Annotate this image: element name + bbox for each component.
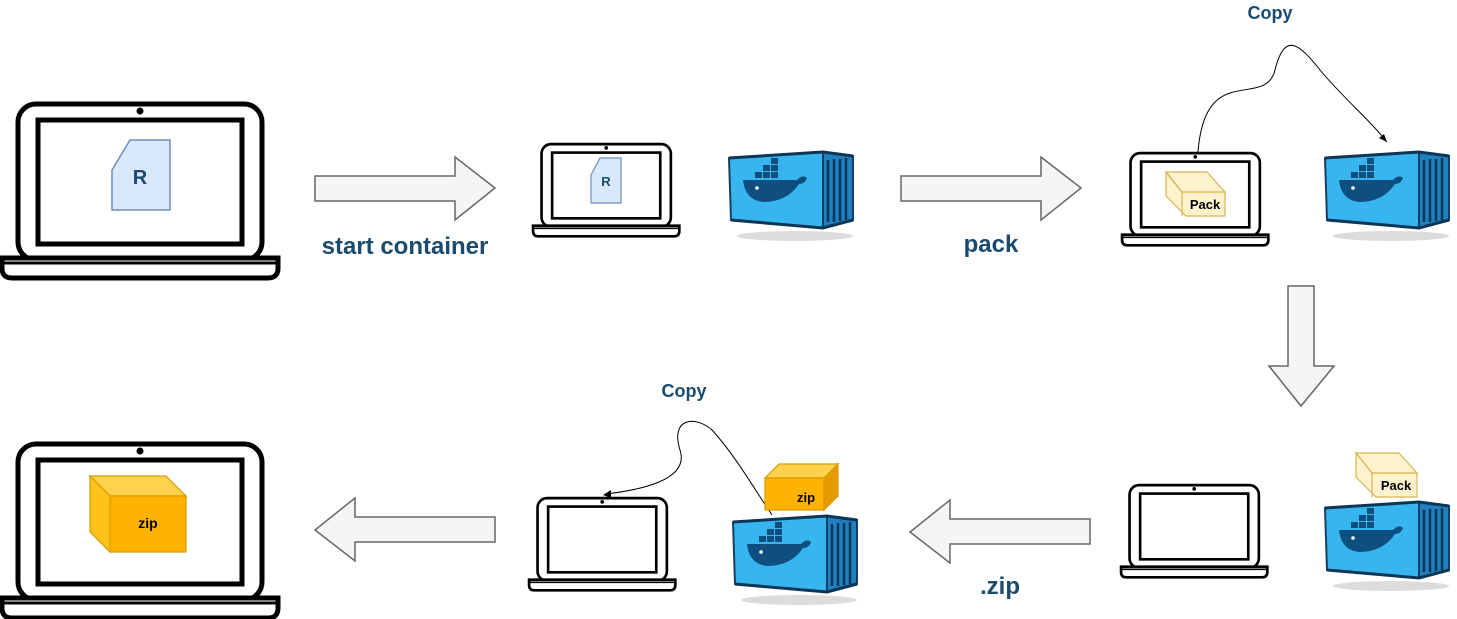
copy-label-bottom: Copy bbox=[662, 381, 707, 401]
start-container-label: start container bbox=[322, 233, 489, 260]
zip-box-icon: zip bbox=[88, 474, 188, 554]
arrowhead-icon bbox=[603, 490, 611, 498]
r-file-icon: R bbox=[590, 157, 622, 204]
docker-container-icon bbox=[731, 514, 859, 607]
zip-ext-label: .zip bbox=[980, 573, 1020, 600]
laptop-icon bbox=[527, 496, 677, 592]
arrowhead-icon bbox=[1379, 134, 1387, 142]
pack-box-label: Pack bbox=[1381, 478, 1412, 493]
docker-container-icon bbox=[1323, 500, 1451, 593]
copy-label-top: Copy bbox=[1248, 3, 1293, 23]
pack-label: pack bbox=[964, 231, 1019, 258]
package-box-icon: Pack bbox=[1354, 451, 1419, 498]
pack-box-label: Pack bbox=[1190, 197, 1221, 212]
docker-container-icon bbox=[1323, 150, 1451, 243]
arrow-icon bbox=[908, 498, 1091, 565]
arrow-icon bbox=[900, 155, 1083, 222]
copy-connector bbox=[605, 420, 773, 516]
docker-container-icon bbox=[727, 150, 855, 243]
zip-box-label: zip bbox=[138, 515, 157, 531]
zip-container-label: zip bbox=[797, 490, 815, 505]
laptop-icon bbox=[1119, 483, 1269, 579]
arrow-icon bbox=[1267, 285, 1336, 408]
arrow-icon bbox=[313, 496, 496, 563]
r-file-icon: R bbox=[111, 139, 171, 211]
zip-box-icon: zip bbox=[763, 462, 840, 512]
copy-connector bbox=[1197, 45, 1388, 153]
arrow-icon bbox=[314, 155, 497, 222]
r-file-label: R bbox=[601, 174, 611, 189]
package-box-icon: Pack bbox=[1164, 170, 1227, 217]
r-file-label: R bbox=[133, 167, 148, 189]
